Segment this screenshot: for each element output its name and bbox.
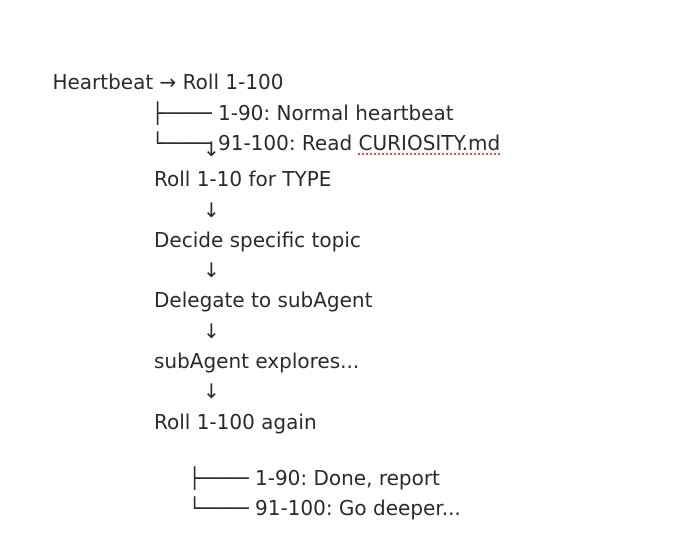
root-line: Heartbeat → Roll 1-100: [27, 43, 283, 94]
branch1-option-b: └──── 91-100: Read CURIOSITY.md: [126, 104, 500, 155]
down-arrow-icon: ↓: [203, 258, 220, 282]
branch2-option-a: ├──── 1-90: Done, report: [163, 439, 439, 490]
curiosity-file-name: CURIOSITY.md: [358, 131, 501, 155]
step-delegate: Delegate to subAgent: [154, 288, 373, 312]
down-arrow-icon: ↓: [203, 198, 220, 222]
branch1-option-a: ├──── 1-90: Normal heartbeat: [126, 74, 453, 125]
down-arrow-icon: ↓: [203, 379, 220, 403]
branch2-option-b: └──── 91-100: Go deeper...: [163, 469, 460, 520]
down-arrow-icon: ↓: [203, 319, 220, 343]
branch2-option-a-text: 1-90: Done, report: [255, 466, 440, 490]
tree-connector-corner: └────: [188, 496, 255, 520]
branch1-option-b-prefix: 91-100: Read: [218, 131, 359, 155]
step-roll-again: Roll 1-100 again: [154, 410, 317, 434]
branch2-option-b-text: 91-100: Go deeper...: [255, 496, 461, 520]
tree-connector-corner: └────: [151, 131, 218, 155]
step-decide-topic: Decide specific topic: [154, 228, 361, 252]
tree-connector-tee: ├────: [188, 466, 255, 490]
step-roll-type: Roll 1-10 for TYPE: [154, 167, 332, 191]
tree-connector-tee: ├────: [151, 101, 218, 125]
branch1-option-a-text: 1-90: Normal heartbeat: [218, 101, 454, 125]
root-text: Heartbeat → Roll 1-100: [52, 70, 284, 94]
step-subagent-explores: subAgent explores...: [154, 349, 360, 373]
down-arrow-icon: ↓: [203, 137, 220, 161]
